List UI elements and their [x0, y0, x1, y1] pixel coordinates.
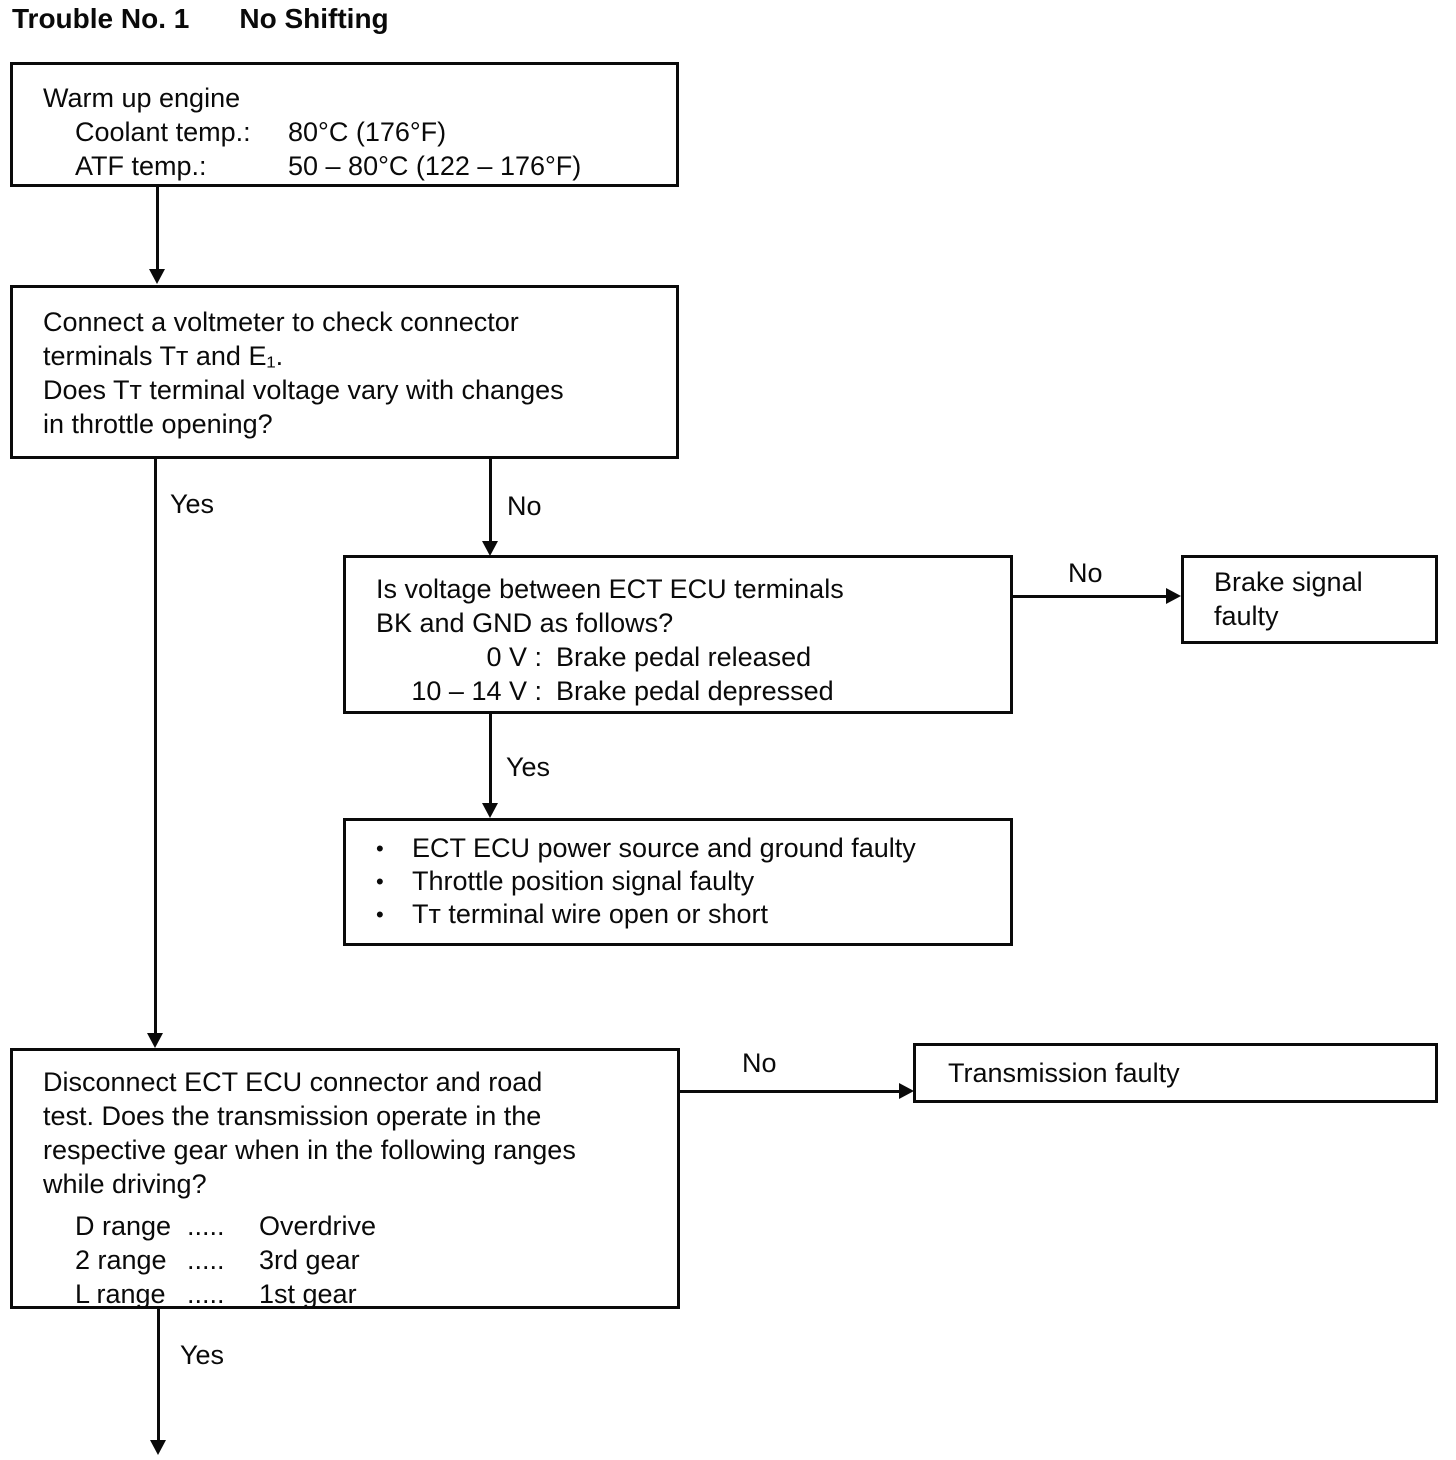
fault-item: • Tᴛ terminal wire open or short: [376, 898, 1000, 931]
range-gear: Overdrive: [259, 1211, 377, 1241]
arrow-right-icon: [1166, 588, 1181, 604]
edge-label-no: No: [1068, 558, 1103, 588]
trouble-name: No Shifting: [239, 3, 389, 34]
fault-item: • Throttle position signal faulty: [376, 865, 1000, 898]
page-title: Trouble No. 1 No Shifting: [12, 2, 389, 36]
arrow-down-icon: [482, 541, 498, 556]
range-row: 2 range ..... 3rd gear: [75, 1243, 667, 1277]
range-gear: 3rd gear: [259, 1245, 360, 1275]
node-voltmeter-check: Connect a voltmeter to check connector t…: [10, 285, 679, 459]
atf-temp-row: ATF temp.: 50 – 80°C (122 – 176°F): [75, 149, 666, 183]
coolant-temp-value: 80°C (176°F): [288, 117, 447, 147]
bullet-icon: •: [376, 869, 384, 894]
brake-signal-faulty-text: Brake signal faulty: [1214, 567, 1363, 631]
voltage-desc: Brake pedal depressed: [556, 676, 834, 706]
node-brake-signal-faulty: Brake signal faulty: [1181, 555, 1438, 644]
arrow-down-icon: [150, 1440, 166, 1455]
edge-label-yes: Yes: [506, 752, 551, 782]
connector-voltmeter-yes: [154, 458, 157, 1035]
fault-item: • ECT ECU power source and ground faulty: [376, 832, 1000, 865]
voltmeter-question: Connect a voltmeter to check connector t…: [43, 307, 564, 439]
arrow-down-icon: [149, 269, 165, 284]
range-dots: .....: [187, 1211, 225, 1241]
connector-roadtest-no: [680, 1090, 901, 1093]
range-name: D range: [75, 1211, 172, 1241]
range-name: L range: [75, 1279, 166, 1309]
fault-text: Throttle position signal faulty: [412, 866, 755, 896]
node-transmission-faulty: Transmission faulty: [913, 1043, 1438, 1103]
range-dots: .....: [187, 1245, 225, 1275]
range-name: 2 range: [75, 1245, 167, 1275]
bkgnd-question: Is voltage between ECT ECU terminals BK …: [376, 574, 844, 638]
fault-text: ECT ECU power source and ground faulty: [412, 833, 916, 863]
arrow-down-icon: [482, 803, 498, 818]
warm-up-line: Warm up engine: [43, 83, 241, 113]
range-list: D range ..... Overdrive 2 range ..... 3r…: [43, 1209, 667, 1311]
voltage-value: 10 – 14 V :: [411, 676, 542, 706]
road-test-question: Disconnect ECT ECU connector and road te…: [43, 1067, 576, 1199]
bullet-icon: •: [376, 902, 384, 927]
trouble-number: Trouble No. 1: [12, 3, 190, 34]
connector-voltmeter-no: [489, 456, 492, 543]
transmission-faulty-text: Transmission faulty: [948, 1058, 1180, 1088]
range-row: L range ..... 1st gear: [75, 1277, 667, 1311]
coolant-temp-label: Coolant temp.:: [75, 117, 251, 147]
voltage-value: 0 V :: [486, 642, 542, 672]
bullet-icon: •: [376, 836, 384, 861]
voltage-row: 10 – 14 V : Brake pedal depressed: [376, 674, 1000, 708]
coolant-temp-row: Coolant temp.: 80°C (176°F): [75, 115, 666, 149]
edge-label-no: No: [507, 491, 542, 521]
connector-bkgnd-no: [1013, 595, 1168, 598]
range-row: D range ..... Overdrive: [75, 1209, 667, 1243]
edge-label-yes: Yes: [170, 489, 215, 519]
range-gear: 1st gear: [259, 1279, 357, 1309]
arrow-right-icon: [899, 1083, 914, 1099]
atf-temp-value: 50 – 80°C (122 – 176°F): [288, 151, 582, 181]
fault-text: Tᴛ terminal wire open or short: [412, 899, 768, 929]
voltage-row: 0 V : Brake pedal released: [376, 640, 1000, 674]
connector-warmup-to-voltmeter: [156, 187, 159, 271]
edge-label-no: No: [742, 1048, 777, 1078]
connector-bkgnd-yes: [489, 714, 492, 803]
arrow-down-icon: [147, 1033, 163, 1048]
range-dots: .....: [187, 1279, 225, 1309]
voltage-desc: Brake pedal released: [556, 642, 812, 672]
node-road-test: Disconnect ECT ECU connector and road te…: [10, 1048, 680, 1309]
connector-roadtest-yes: [157, 1309, 160, 1442]
node-warm-up-engine: Warm up engine Coolant temp.: 80°C (176°…: [10, 62, 679, 187]
atf-temp-label: ATF temp.:: [75, 151, 207, 181]
edge-label-yes: Yes: [180, 1340, 225, 1370]
node-ecu-fault-list: • ECT ECU power source and ground faulty…: [343, 818, 1013, 946]
node-brake-voltage-check: Is voltage between ECT ECU terminals BK …: [343, 555, 1013, 714]
